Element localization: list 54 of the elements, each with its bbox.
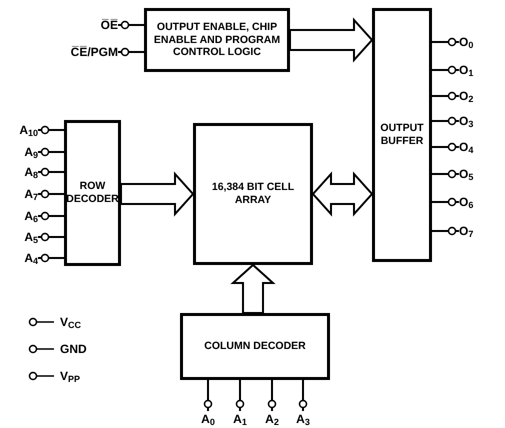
wide-arrow: [120, 171, 194, 217]
pin-line: [268, 380, 276, 411]
pin-label: A$_{1}$: [229, 411, 251, 427]
pin-line: [432, 38, 459, 46]
pin-label: O$_{0}$: [459, 34, 481, 50]
pin-line: [432, 198, 459, 206]
pin-label: A$_{0}$: [197, 411, 219, 427]
block-box: OUTPUT ENABLE, CHIP ENABLE AND PROGRAM CONTROL LOGIC: [144, 8, 290, 72]
block-box: ROW DECODER: [64, 120, 121, 266]
wide-arrow: [289, 17, 374, 63]
pin-line: [38, 232, 64, 242]
pin-label: O$_{1}$: [459, 62, 481, 78]
pin-label: A$_{9}$: [14, 144, 38, 160]
pin-label: O$_{2}$: [459, 88, 481, 104]
wide-arrow: [230, 264, 276, 314]
pin-line: [432, 92, 459, 100]
pin-line: [38, 190, 64, 198]
pin-label: A$_{8}$: [14, 164, 38, 180]
pin-label: A$_{4}$: [14, 250, 38, 266]
pin-line: [298, 380, 308, 411]
power-pin-label: V$_{CC}$: [60, 316, 82, 328]
pin-line: [38, 254, 64, 262]
pin-label: A$_{5}$: [14, 229, 38, 245]
pin-line: [38, 212, 64, 220]
pin-label: O$_{5}$: [459, 166, 481, 182]
pin-label: O̅E̅: [80, 17, 118, 33]
block-box: OUTPUT BUFFER: [372, 8, 432, 262]
power-pin-label: V$_{PP}$: [60, 370, 80, 382]
pin-line: [432, 226, 459, 236]
pin-line: [236, 380, 244, 411]
pin-line: [38, 126, 64, 134]
pin-label: O$_{4}$: [459, 139, 481, 155]
pin-label: A$_{7}$: [14, 186, 38, 202]
pin-label: O$_{6}$: [459, 194, 481, 210]
wide-arrow: [312, 171, 374, 217]
pin-line: [432, 142, 459, 152]
pin-label: A$_{10}$: [14, 122, 38, 138]
pin-label: O$_{7}$: [459, 223, 481, 239]
pin-line: [118, 20, 144, 30]
pin-line: [432, 170, 459, 178]
power-pin-label: GND: [60, 342, 87, 354]
pin-label: O$_{3}$: [459, 113, 481, 129]
block-box: COLUMN DECODER: [180, 313, 330, 380]
pin-label: C̅E̅/PGM: [60, 44, 118, 60]
pin-line: [204, 380, 212, 411]
pin-line: [38, 148, 64, 156]
pin-label: A$_{2}$: [261, 411, 283, 427]
pin-line: [432, 116, 459, 126]
pin-line: [432, 66, 459, 74]
block-box: 16,384 BIT CELL ARRAY: [193, 123, 313, 265]
pin-line: [38, 168, 64, 176]
pin-line: [118, 48, 144, 56]
pin-label: A$_{3}$: [292, 411, 314, 427]
pin-label: A$_{6}$: [14, 208, 38, 224]
